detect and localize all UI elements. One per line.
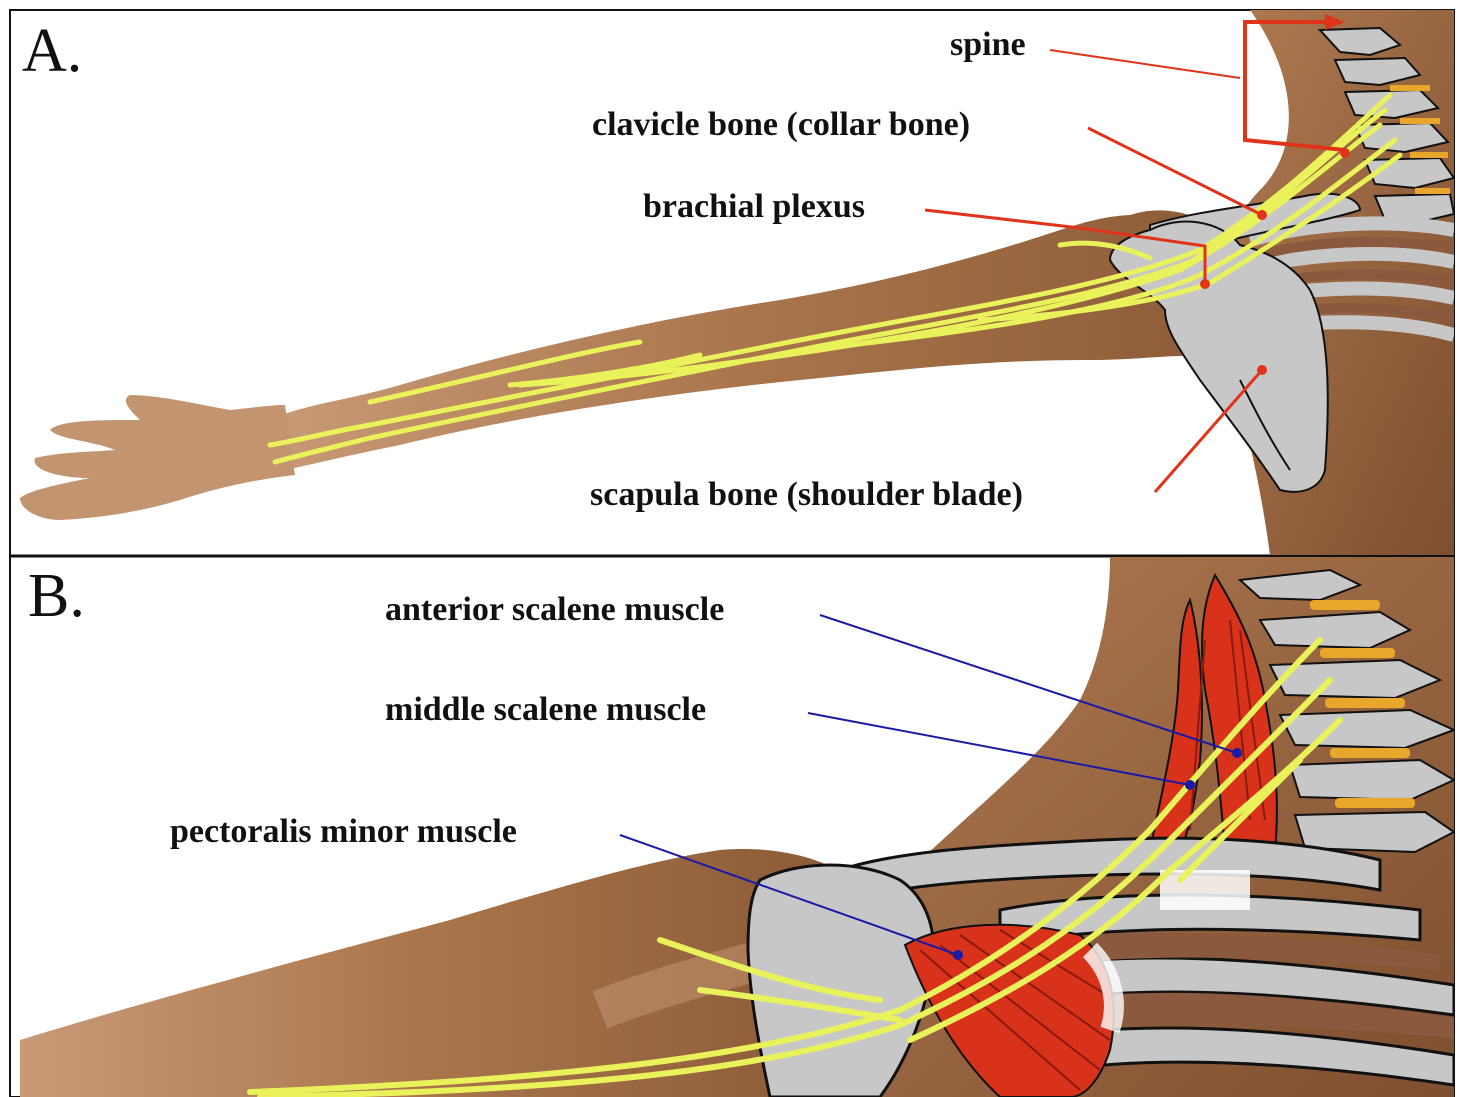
label-clavicle: clavicle bone (collar bone) xyxy=(592,108,970,142)
label-pectoralis-minor: pectoralis minor muscle xyxy=(170,815,517,849)
label-scapula: scapula bone (shoulder blade) xyxy=(590,478,1023,512)
label-brachial-plexus: brachial plexus xyxy=(643,190,865,224)
panel-b-letter: B. xyxy=(28,565,85,627)
label-spine: spine xyxy=(950,28,1026,62)
label-anterior-scalene: anterior scalene muscle xyxy=(385,593,724,627)
panel-a-letter: A. xyxy=(22,20,82,82)
label-middle-scalene: middle scalene muscle xyxy=(385,693,706,727)
